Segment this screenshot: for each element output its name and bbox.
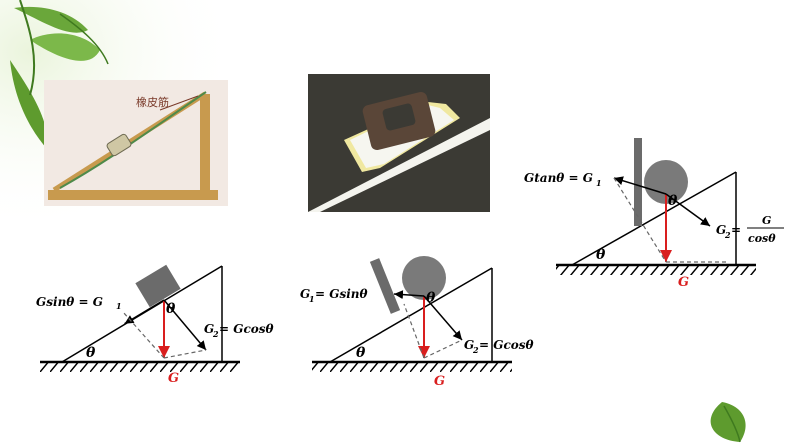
label-perpendicular-sub: 2	[472, 345, 479, 355]
rubber-band-label: 橡皮筋	[136, 95, 169, 109]
angle-force-middle: θ	[426, 290, 436, 306]
label-perpendicular-g: G	[464, 338, 474, 352]
angle-force-right: θ	[668, 193, 678, 209]
leaf-decoration-top-left	[10, 0, 109, 150]
diagram-block-on-incline: Gsinθ = G 1 G 2 = Gcosθ θ θ G	[36, 264, 274, 386]
photo-rubber-band-incline: 橡皮筋	[44, 80, 228, 206]
label-incline-denominator: cosθ	[748, 232, 776, 245]
leaf-decoration-bottom-right	[710, 402, 746, 443]
diagram-ball-board-on-incline: G 1 = Gsinθ G 2 = Gcosθ θ θ G	[300, 256, 534, 389]
label-parallel-rhs: = Gsinθ	[315, 287, 368, 301]
angle-base-right: θ	[596, 247, 606, 263]
label-perpendicular-rhs: = Gcosθ	[479, 338, 534, 352]
angle-base-middle: θ	[356, 345, 366, 361]
label-parallel-component: Gsinθ = G	[36, 295, 103, 309]
label-incline-sub: 2	[724, 230, 731, 240]
gravity-label-right: G	[678, 275, 689, 290]
label-horizontal-sub: 1	[596, 178, 602, 188]
angle-base-left: θ	[86, 345, 96, 361]
label-perpendicular-rhs: = Gcosθ	[219, 322, 274, 336]
label-horizontal-component: Gtanθ = G	[524, 171, 593, 185]
angle-force-left: θ	[166, 301, 176, 317]
diagram-ball-vertical-board: Gtanθ = G 1 G 2 = G cosθ θ θ G	[524, 138, 784, 290]
label-perpendicular-sub: 2	[212, 329, 219, 339]
photo-object-on-incline	[308, 74, 490, 212]
label-perpendicular-g: G	[204, 322, 214, 336]
label-parallel-sub: 1	[309, 294, 315, 304]
svg-text:=: =	[731, 223, 741, 237]
label-parallel-g: G	[300, 287, 310, 301]
label-incline-g: G	[716, 223, 726, 237]
label-parallel-sub: 1	[116, 301, 122, 311]
gravity-label-left: G	[168, 371, 179, 386]
gravity-label-middle: G	[434, 374, 445, 389]
label-incline-numerator: G	[762, 214, 771, 227]
